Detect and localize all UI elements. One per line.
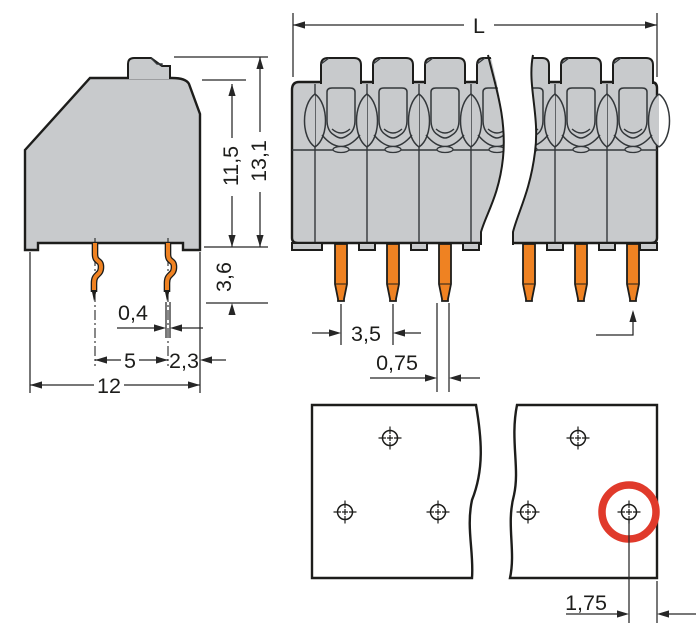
dim-label-hole-to-edge: 1,75 — [565, 591, 607, 615]
foot — [358, 242, 376, 251]
dim-label-pin-width-front: 0,75 — [376, 351, 418, 375]
foot — [639, 242, 658, 251]
front-view — [290, 54, 671, 302]
front-left-section — [290, 57, 504, 302]
dimension-depth: 12 — [29, 252, 201, 398]
dim-label-pin-to-edge: 2,3 — [169, 349, 199, 373]
pcb-right-plate — [508, 403, 659, 580]
pin-leader-arrow — [596, 310, 637, 336]
dimension-pin-length: 3,6 — [206, 262, 268, 315]
dimension-hole-to-edge: 1,75 — [565, 520, 696, 623]
dim-label-pole-pitch: 3,5 — [351, 322, 381, 346]
housing-side-outline — [23, 76, 202, 252]
dim-label-total-height: 13,1 — [247, 140, 271, 182]
drilling-plan: 1,75 — [310, 403, 696, 623]
pole-separators — [314, 84, 472, 243]
dim-label-pin-row-spacing: 5 — [124, 349, 136, 373]
foot — [291, 242, 323, 251]
dimension-housing-height: 11,5 — [202, 79, 268, 248]
break-edge-left — [480, 54, 505, 245]
front-right-section — [512, 57, 671, 302]
dimension-pin-to-edge: 2,3 — [169, 349, 226, 373]
dim-label-depth: 12 — [97, 374, 121, 398]
foot — [546, 242, 564, 251]
dim-label-pin-width-side: 0,4 — [118, 301, 148, 325]
dim-label-pin-length: 3,6 — [212, 262, 236, 292]
dimension-pin-width-side: 0,4 — [117, 301, 203, 338]
dimension-pole-pitch: 3,5 — [312, 304, 421, 346]
pcb-left-plate — [310, 403, 482, 580]
foot — [598, 242, 616, 251]
break-edge-right — [512, 54, 538, 245]
side-view — [23, 57, 202, 366]
dim-label-length: L — [473, 14, 485, 38]
dimension-pin-row-spacing: 5 — [95, 349, 168, 373]
push-button-tab-side — [127, 57, 171, 79]
foot — [410, 242, 428, 251]
dimension-total-height: 13,1 — [174, 56, 271, 247]
dimension-length: L — [292, 13, 658, 77]
dim-label-housing-height: 11,5 — [219, 146, 243, 186]
foot — [462, 242, 480, 251]
dimension-pin-width-front: 0,75 — [370, 303, 480, 392]
